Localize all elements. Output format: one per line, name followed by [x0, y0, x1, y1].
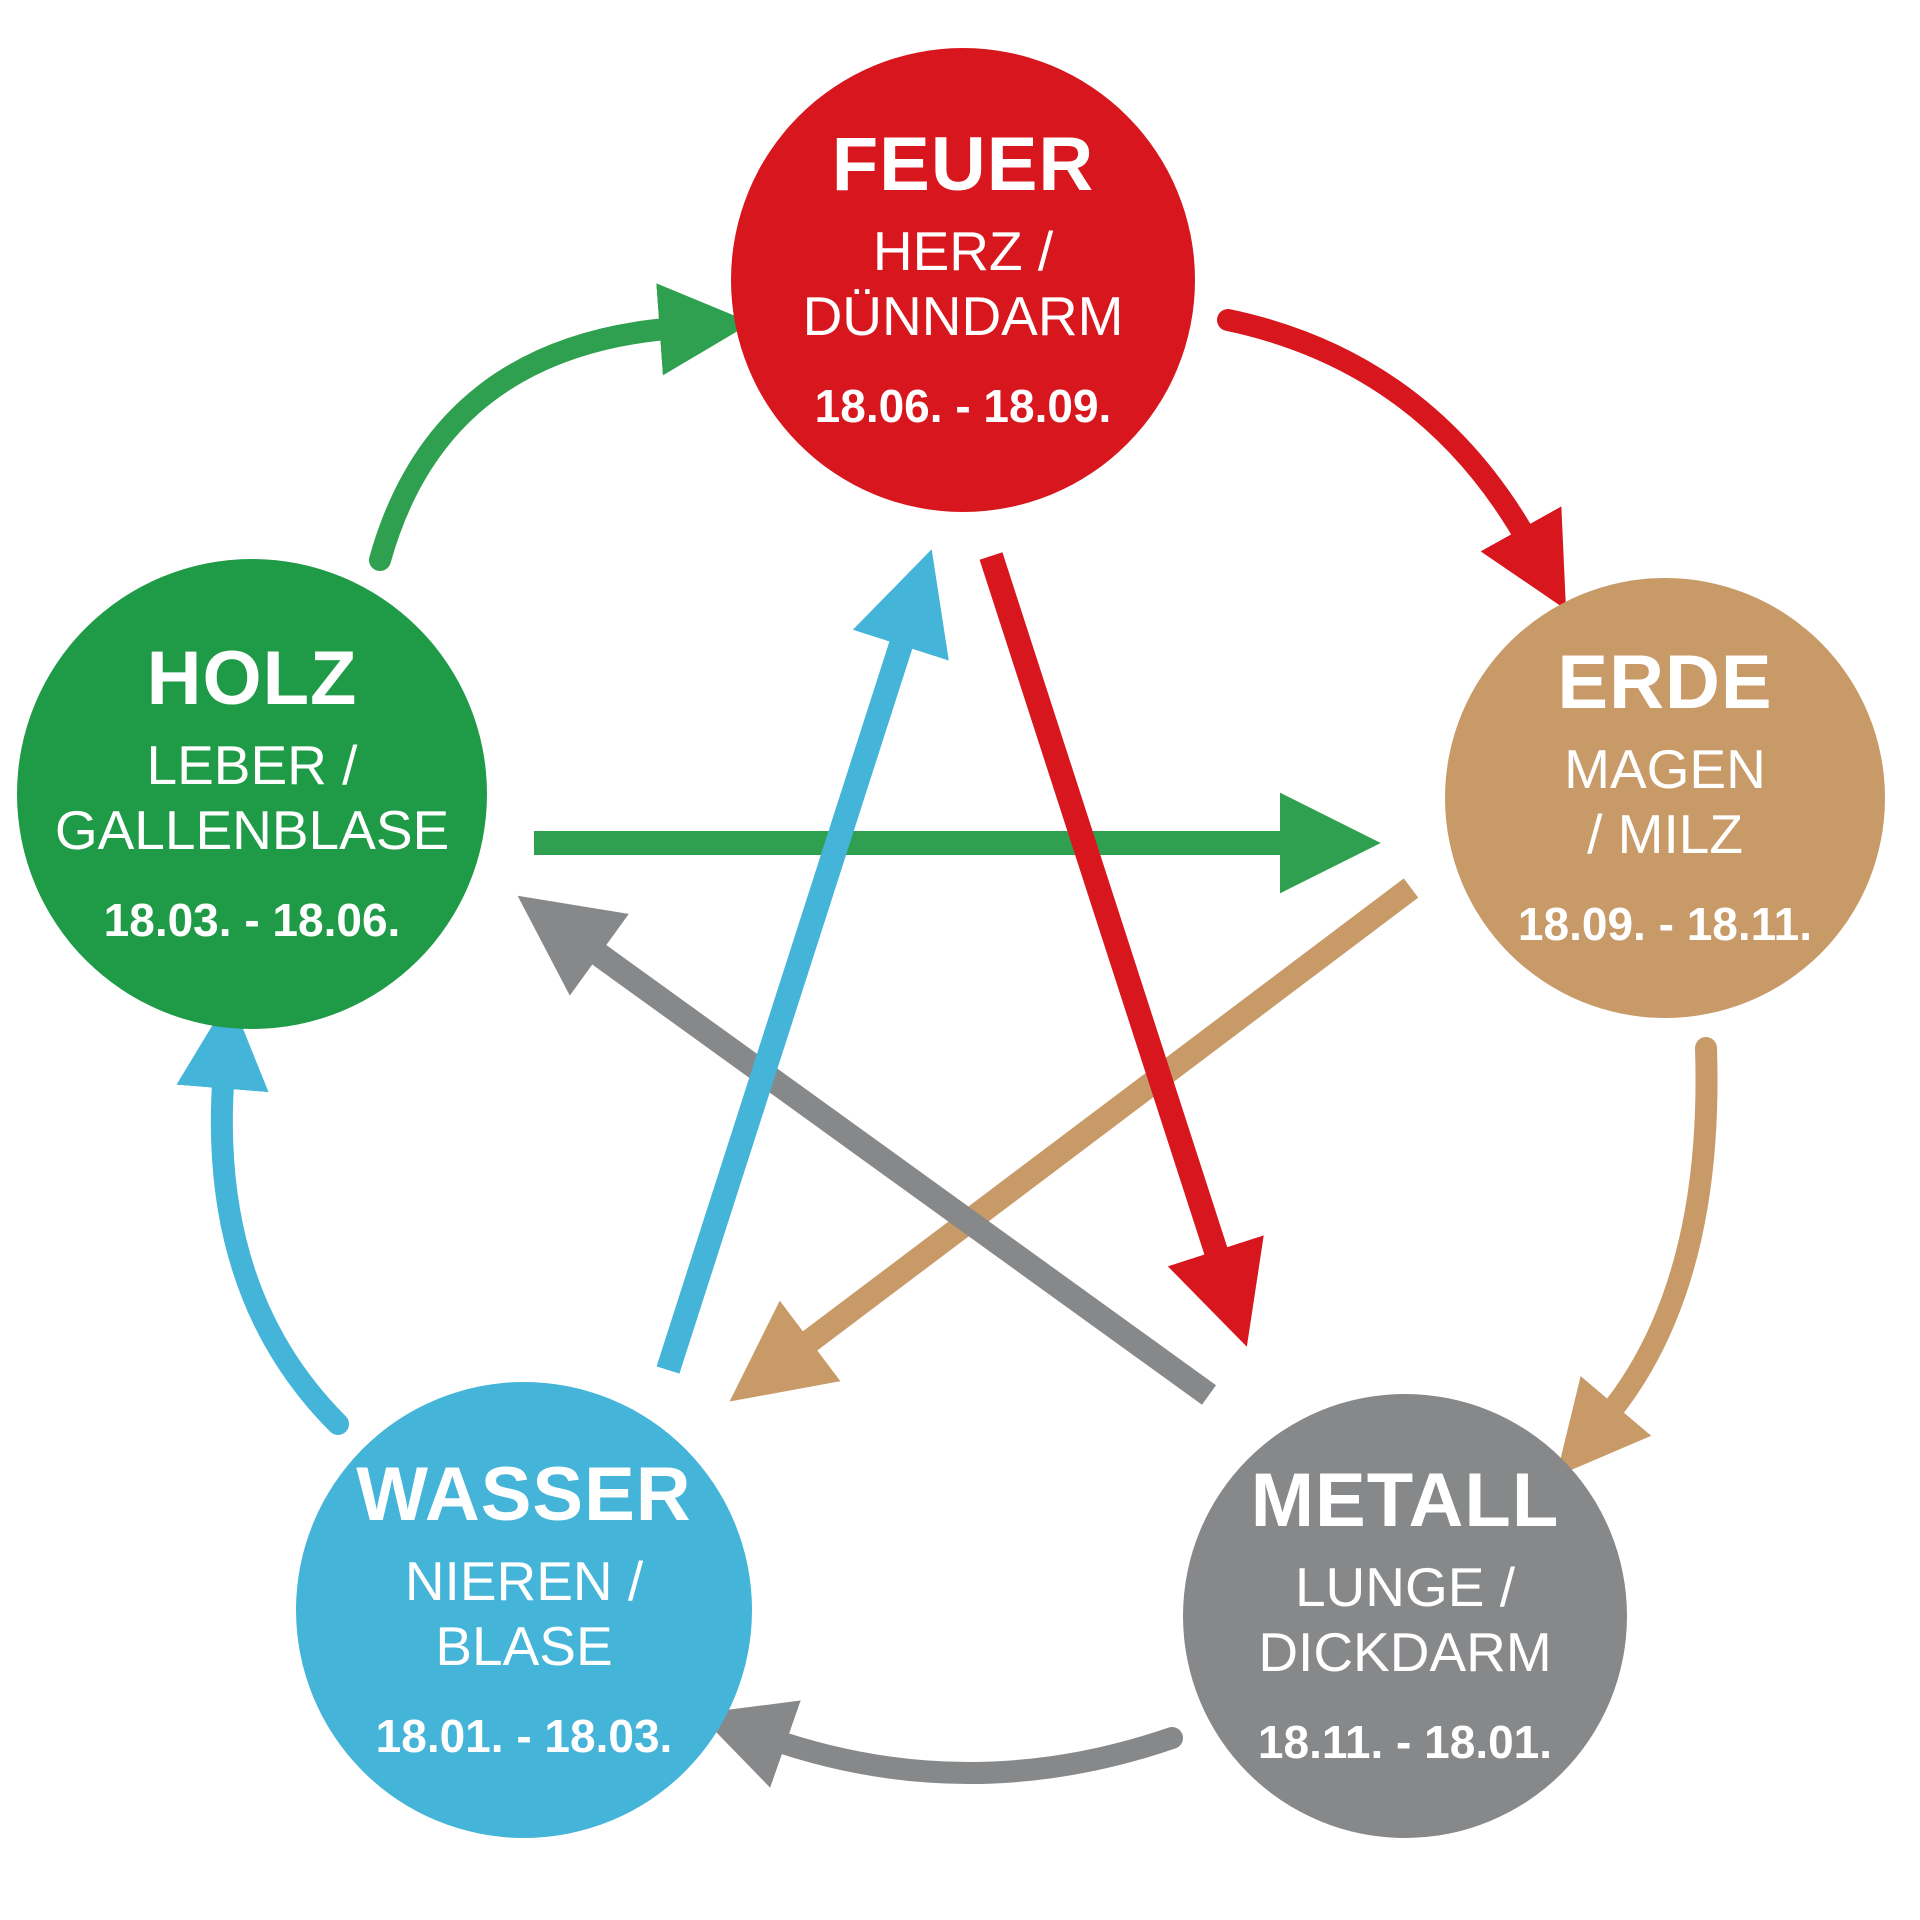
- element-title-erde: ERDE: [1557, 640, 1773, 726]
- cycle-arrow-feuer-to-erde: [1217, 309, 1567, 610]
- cycle-arrow-erde-to-metall: [1556, 1037, 1718, 1477]
- element-organs-line1: NIEREN /: [404, 1550, 644, 1613]
- element-organs-line2: BLASE: [435, 1615, 613, 1677]
- element-organs-line1: MAGEN: [1564, 738, 1766, 801]
- cycle-arrow-wasser-to-holz: [176, 996, 349, 1435]
- element-organs-line2: DÜNNDARM: [802, 285, 1124, 347]
- cycle-arrow-holz-to-feuer: [369, 283, 752, 571]
- star-arrow-metall-to-holz: [517, 895, 1217, 1405]
- element-organs-line2: / MILZ: [1587, 803, 1743, 865]
- element-organs-line1: HERZ /: [872, 220, 1054, 283]
- element-organs-line1: LUNGE /: [1294, 1556, 1516, 1619]
- star-arrow-erde-to-wasser: [729, 878, 1419, 1402]
- element-title-feuer: FEUER: [831, 122, 1095, 208]
- element-organs-holz: LEBER / GALLENBLASE: [55, 733, 449, 863]
- element-organs-line2: DICKDARM: [1258, 1621, 1552, 1683]
- star-arrow-feuer-to-metall: [979, 552, 1264, 1347]
- element-organs-metall: LUNGE / DICKDARM: [1258, 1555, 1551, 1685]
- element-circle-holz: HOLZ LEBER / GALLENBLASE 18.03. - 18.06.: [17, 559, 487, 1029]
- element-organs-erde: MAGEN / MILZ: [1564, 737, 1766, 867]
- element-date-erde: 18.09. - 18.11.: [1517, 897, 1813, 950]
- element-circle-feuer: FEUER HERZ / DÜNNDARM 18.06. - 18.09.: [731, 48, 1195, 512]
- element-circle-wasser: WASSER NIEREN / BLASE 18.01. - 18.03.: [296, 1382, 752, 1838]
- element-title-metall: METALL: [1250, 1458, 1560, 1544]
- element-title-wasser: WASSER: [356, 1452, 692, 1538]
- element-organs-line1: LEBER /: [146, 734, 358, 797]
- star-arrow-wasser-to-feuer: [656, 549, 949, 1374]
- element-circle-erde: ERDE MAGEN / MILZ 18.09. - 18.11.: [1445, 578, 1885, 1018]
- cycle-arrow-metall-to-wasser: [698, 1700, 1183, 1788]
- element-title-holz: HOLZ: [146, 636, 358, 722]
- element-date-holz: 18.03. - 18.06.: [103, 893, 401, 946]
- element-date-feuer: 18.06. - 18.09.: [814, 379, 1112, 432]
- element-organs-feuer: HERZ / DÜNNDARM: [803, 219, 1124, 349]
- element-organs-line2: GALLENBLASE: [54, 799, 450, 861]
- element-date-metall: 18.11. - 18.01.: [1257, 1715, 1553, 1768]
- element-organs-wasser: NIEREN / BLASE: [405, 1549, 643, 1679]
- element-circle-metall: METALL LUNGE / DICKDARM 18.11. - 18.01.: [1183, 1394, 1627, 1838]
- element-date-wasser: 18.01. - 18.03.: [375, 1709, 673, 1762]
